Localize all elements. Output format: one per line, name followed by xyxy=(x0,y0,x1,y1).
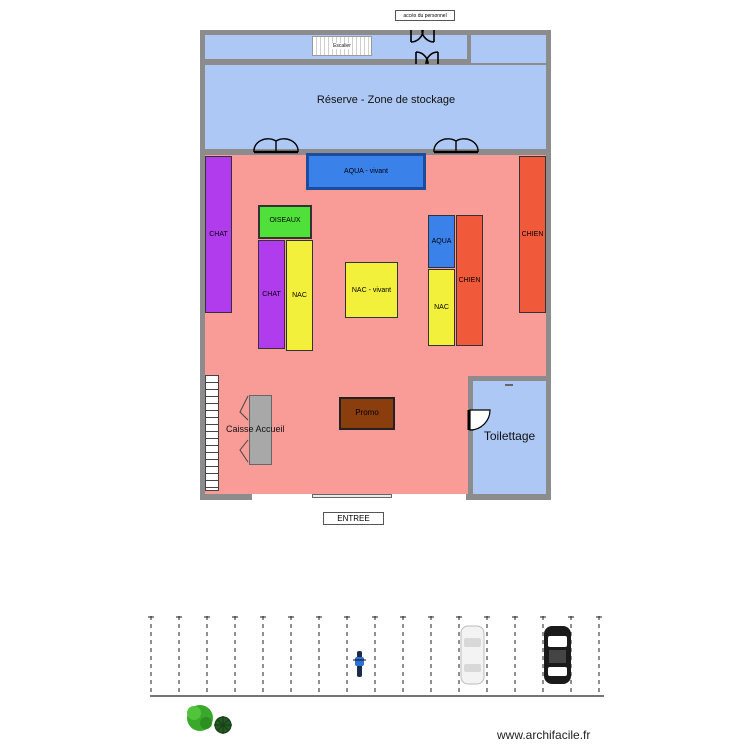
staff-door-bottom[interactable] xyxy=(415,51,439,65)
zone-aqua-label: AQUA xyxy=(431,238,452,245)
zone-nac-vivant[interactable]: NAC - vivant xyxy=(345,262,398,318)
checkout-stools xyxy=(239,395,249,463)
zone-chat-wall-label: CHAT xyxy=(209,231,228,238)
zone-promo-label: Promo xyxy=(355,408,379,417)
zone-chien-wall[interactable]: CHIEN xyxy=(519,156,546,313)
shrub-icon xyxy=(214,716,232,734)
grooming-room-label: Toilettage xyxy=(483,429,536,443)
zone-nac-left-label: NAC xyxy=(292,292,307,299)
zone-chat-island-label: CHAT xyxy=(262,291,281,298)
zone-nac-right[interactable]: NAC xyxy=(428,269,455,346)
tree-icon xyxy=(187,705,213,731)
parking-lot xyxy=(150,616,600,696)
entrance-text: ENTREE xyxy=(337,514,370,523)
zone-chien-island[interactable]: CHIEN xyxy=(456,215,483,346)
zone-chien-wall-label: CHIEN xyxy=(521,231,544,238)
grooming-vent xyxy=(505,384,513,386)
zone-nac-left[interactable]: NAC xyxy=(286,240,313,351)
storage-room-label: Réserve - Zone de stockage xyxy=(316,94,456,106)
stairs: Escalier xyxy=(312,36,372,56)
watermark-text: www.archifacile.fr xyxy=(497,728,591,742)
zone-aqua-vivant-label: AQUA - vivant xyxy=(344,168,388,175)
car-black-icon xyxy=(544,626,571,684)
storage-door-left[interactable] xyxy=(253,138,299,154)
storage-door-right[interactable] xyxy=(433,138,479,154)
checkout-counter[interactable] xyxy=(249,395,272,465)
zone-nac-vivant-label: NAC - vivant xyxy=(351,286,392,294)
staff-access-label: accès du personnel xyxy=(395,10,455,21)
storage-corridor-right xyxy=(471,35,546,63)
wall-display-rack xyxy=(205,375,219,491)
motorcycle-icon xyxy=(353,651,366,677)
checkout-counter-label: Caisse Accueil xyxy=(226,424,285,434)
zone-aqua-vivant[interactable]: AQUA - vivant xyxy=(306,153,426,190)
zone-chien-island-label: CHIEN xyxy=(458,277,481,284)
entrance-label: ENTREE xyxy=(323,512,384,525)
grooming-room-inner xyxy=(473,381,546,494)
zone-chat-wall[interactable]: CHAT xyxy=(205,156,232,313)
zone-chat-island[interactable]: CHAT xyxy=(258,240,285,349)
staff-access-text: accès du personnel xyxy=(403,12,447,19)
entrance-door xyxy=(312,494,392,498)
stairs-label: Escalier xyxy=(332,43,352,49)
zone-nac-right-label: NAC xyxy=(434,304,449,311)
staff-door-top[interactable] xyxy=(410,29,435,43)
zone-oiseaux[interactable]: OISEAUX xyxy=(258,205,312,239)
storage-room xyxy=(205,65,546,149)
zone-aqua[interactable]: AQUA xyxy=(428,215,455,268)
zone-oiseaux-label: OISEAUX xyxy=(269,217,301,224)
grooming-door[interactable] xyxy=(467,409,491,431)
zone-promo[interactable]: Promo xyxy=(339,397,395,430)
car-white-icon xyxy=(460,625,485,685)
